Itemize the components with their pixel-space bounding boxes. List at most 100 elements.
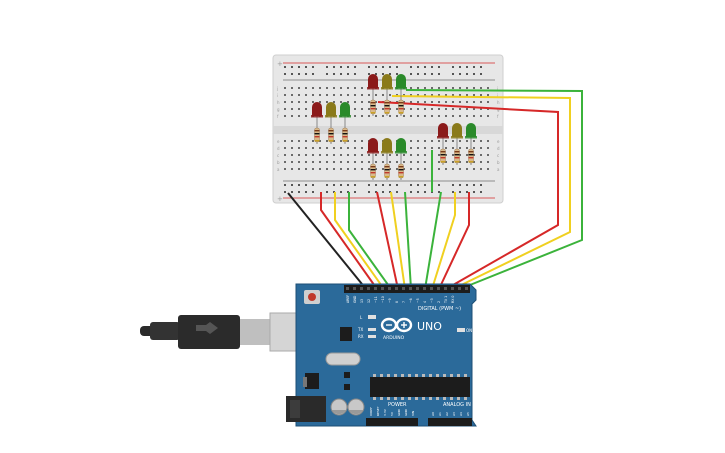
breadboard-hole	[333, 66, 335, 68]
breadboard-hole	[312, 66, 314, 68]
wire-top-green	[405, 89, 583, 290]
ic-pin	[436, 397, 439, 400]
resistor-band	[314, 133, 320, 135]
uno-logo-text: UNO	[417, 320, 442, 333]
breadboard-hole	[375, 191, 377, 193]
breadboard-hole	[284, 73, 286, 75]
breadboard-hole	[473, 191, 475, 193]
resistor-band	[342, 130, 348, 132]
breadboard-hole	[333, 140, 335, 142]
resistor-band	[328, 140, 334, 142]
led-dome-group-left-green	[340, 102, 350, 112]
breadboard-hole	[389, 94, 391, 96]
breadboard-hole	[368, 191, 370, 193]
breadboard-hole	[473, 140, 475, 142]
breadboard-hole	[354, 66, 356, 68]
breadboard-hole	[298, 168, 300, 170]
breadboard-hole	[368, 66, 370, 68]
breadboard-hole	[368, 108, 370, 110]
breadboard-hole	[473, 184, 475, 186]
breadboard-hole	[284, 115, 286, 117]
resistor-band	[370, 105, 376, 107]
breadboard-hole	[354, 154, 356, 156]
breadboard-hole	[487, 94, 489, 96]
breadboard-hole	[361, 101, 363, 103]
breadboard-hole	[431, 73, 433, 75]
breadboard-hole	[361, 161, 363, 163]
breadboard-hole	[368, 168, 370, 170]
breadboard-hole	[291, 154, 293, 156]
breadboard-hole	[403, 161, 405, 163]
l-label: L	[360, 315, 363, 320]
breadboard-hole	[312, 191, 314, 193]
breadboard-hole	[291, 101, 293, 103]
header-pin	[374, 287, 377, 290]
breadboard-hole	[438, 147, 440, 149]
resistor-band	[440, 154, 446, 156]
breadboard-hole	[333, 87, 335, 89]
header-pin	[409, 287, 412, 290]
led-dome-group-middle-red	[368, 138, 378, 148]
regulator-tab	[303, 377, 307, 387]
resistor-band	[314, 136, 320, 138]
breadboard-hole	[410, 101, 412, 103]
wire-right-yellow	[431, 192, 456, 290]
leds	[311, 74, 477, 180]
breadboard-hole	[361, 147, 363, 149]
breadboard-hole	[487, 154, 489, 156]
breadboard-hole	[305, 66, 307, 68]
resistor-band	[398, 102, 404, 104]
breadboard-hole	[396, 108, 398, 110]
ic-pin	[457, 397, 460, 400]
breadboard-hole	[298, 191, 300, 193]
breadboard-hole	[340, 140, 342, 142]
breadboard-hole	[284, 191, 286, 193]
breadboard-hole	[333, 161, 335, 163]
breadboard-hole	[438, 101, 440, 103]
breadboard-hole	[403, 94, 405, 96]
wire-middle-green	[404, 191, 412, 290]
breadboard-hole	[305, 191, 307, 193]
led-dome-group-top-red	[368, 74, 378, 84]
breadboard-hole	[487, 140, 489, 142]
breadboard-hole	[452, 101, 454, 103]
resistor-group-right-yellow	[454, 148, 460, 164]
smd-component	[344, 372, 350, 378]
breadboard-hole	[466, 147, 468, 149]
wire-right-red	[438, 192, 470, 290]
breadboard-hole	[480, 115, 482, 117]
digital-pin-label: ~6	[409, 298, 413, 303]
analog-header	[428, 418, 472, 426]
arduino-logo-icon	[380, 317, 413, 333]
breadboard-hole	[452, 73, 454, 75]
breadboard-hole	[326, 87, 328, 89]
led-dome-group-left-yellow	[326, 102, 336, 112]
breadboard-hole	[417, 66, 419, 68]
breadboard-hole	[410, 66, 412, 68]
wire-middle-yellow	[390, 191, 406, 290]
ic-pin	[415, 397, 418, 400]
breadboard-hole	[326, 191, 328, 193]
breadboard-hole	[319, 94, 321, 96]
analog-pin-label: A5	[466, 412, 470, 416]
breadboard-hole	[431, 115, 433, 117]
breadboard-hole	[424, 147, 426, 149]
row-letter: f	[277, 114, 279, 119]
resistor-band	[370, 102, 376, 104]
breadboard-hole	[466, 73, 468, 75]
breadboard-hole	[459, 108, 461, 110]
breadboard-hole	[368, 184, 370, 186]
resistor-band	[454, 161, 460, 163]
breadboard-hole	[424, 108, 426, 110]
breadboard-hole	[438, 191, 440, 193]
resistor-group-middle-yellow	[384, 163, 390, 179]
breadboard-hole	[375, 108, 377, 110]
breadboard-hole	[354, 73, 356, 75]
reset-button-cap[interactable]	[308, 293, 316, 301]
breadboard-hole	[459, 140, 461, 142]
breadboard-hole	[459, 87, 461, 89]
breadboard-hole	[312, 140, 314, 142]
row-letter: d	[277, 146, 280, 151]
led-rim	[451, 136, 463, 139]
